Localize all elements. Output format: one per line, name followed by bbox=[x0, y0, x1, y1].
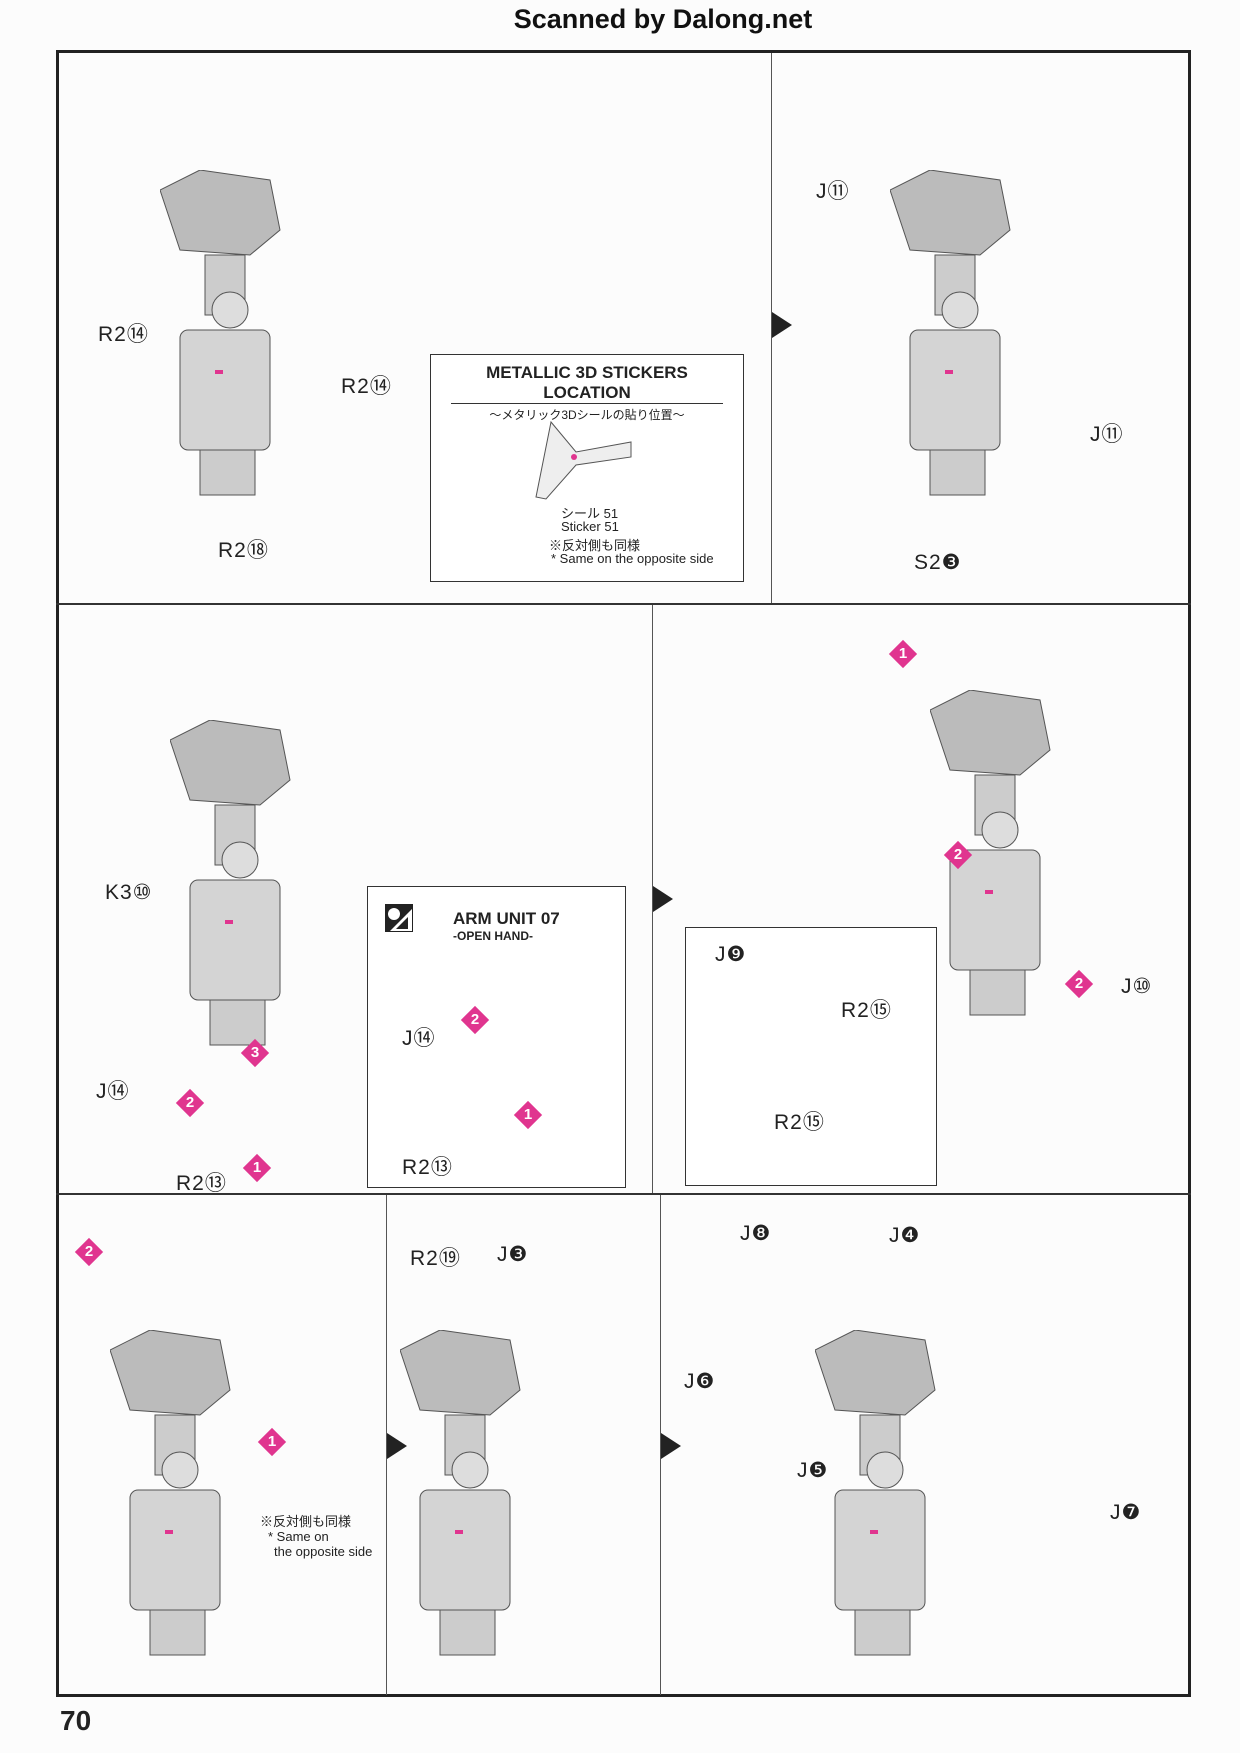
step-number: 1 bbox=[252, 1159, 262, 1176]
part-label: J❹ bbox=[889, 1224, 921, 1247]
sticker-jp: シール 51 bbox=[561, 506, 619, 521]
step-marker: 3 bbox=[240, 1038, 270, 1068]
col-divider bbox=[771, 53, 772, 603]
mecha-arm-figure bbox=[109, 1329, 240, 1665]
note-jp: ※反対側も同様 bbox=[549, 538, 641, 553]
step-number: 2 bbox=[84, 1243, 94, 1260]
arm-unit-subtitle: -OPEN HAND- bbox=[453, 929, 533, 943]
part-label: R2⑲ bbox=[410, 1247, 461, 1270]
step-marker: 2 bbox=[175, 1088, 205, 1118]
part-label: K3⑩ bbox=[105, 881, 153, 904]
note-en: * Same on bbox=[268, 1529, 329, 1544]
part-label: R2⑭ bbox=[341, 375, 392, 398]
detail-box bbox=[685, 927, 937, 1186]
step-arrow-icon bbox=[772, 312, 792, 338]
sticker-part-icon bbox=[535, 420, 632, 500]
step-arrow-icon bbox=[653, 886, 673, 912]
step-number: 2 bbox=[185, 1094, 195, 1111]
step-marker: 1 bbox=[257, 1427, 287, 1457]
step-marker: 1 bbox=[242, 1153, 272, 1183]
step-marker: 2 bbox=[943, 840, 973, 870]
note-en: the opposite side bbox=[274, 1544, 373, 1559]
part-label: J⑭ bbox=[402, 1027, 436, 1050]
part-label: J❽ bbox=[740, 1222, 772, 1245]
part-label: J⑩ bbox=[1121, 975, 1153, 998]
col-divider bbox=[660, 1195, 661, 1695]
part-label: J⑪ bbox=[816, 180, 850, 203]
part-label: J❾ bbox=[715, 943, 747, 966]
row-divider bbox=[56, 603, 1191, 605]
row-divider bbox=[56, 1193, 1191, 1195]
step-number: 1 bbox=[523, 1106, 533, 1123]
arm-unit-box: ARM UNIT 07 -OPEN HAND- bbox=[367, 886, 626, 1188]
mecha-arm-figure bbox=[159, 169, 290, 505]
stickers-title: METALLIC 3D STICKERS LOCATION bbox=[451, 363, 723, 404]
part-label: R2⑬ bbox=[402, 1156, 453, 1179]
step-marker: 2 bbox=[460, 1005, 490, 1035]
step-number: 1 bbox=[898, 645, 908, 662]
page-frame bbox=[56, 50, 1191, 1697]
step-number: 2 bbox=[1074, 975, 1084, 992]
mecha-arm-figure bbox=[814, 1329, 945, 1665]
col-divider bbox=[652, 605, 653, 1193]
part-label: R2⑮ bbox=[774, 1111, 825, 1134]
mecha-arm-figure bbox=[889, 169, 1020, 505]
part-label: S2❸ bbox=[914, 551, 962, 574]
page-number: 70 bbox=[60, 1705, 92, 1736]
step-number: 2 bbox=[953, 846, 963, 863]
step-arrow-icon bbox=[387, 1433, 407, 1459]
step-number: 3 bbox=[250, 1044, 260, 1061]
col-divider bbox=[386, 1195, 387, 1695]
part-label: J⑭ bbox=[96, 1080, 130, 1103]
mecha-arm-figure bbox=[929, 689, 1060, 1025]
part-label: R2⑬ bbox=[176, 1172, 227, 1195]
part-label: J❻ bbox=[684, 1370, 716, 1393]
step-arrow-icon bbox=[661, 1433, 681, 1459]
step-marker: 1 bbox=[513, 1100, 543, 1130]
sticker-en: Sticker 51 bbox=[561, 519, 619, 534]
metallic-stickers-box: METALLIC 3D STICKERS LOCATION 〜メタリック3Dシー… bbox=[430, 354, 744, 582]
step-marker: 1 bbox=[888, 639, 918, 669]
note-en: * Same on the opposite side bbox=[551, 551, 714, 566]
option-part-icon bbox=[385, 904, 413, 932]
scan-credit: Scanned by Dalong.net bbox=[513, 4, 813, 34]
opposite-side-note: ※反対側も同様 * Same on the opposite side bbox=[260, 1514, 372, 1559]
mecha-arm-figure bbox=[169, 719, 300, 1055]
note-jp: ※反対側も同様 bbox=[260, 1514, 352, 1529]
part-label: J⑪ bbox=[1090, 423, 1124, 446]
part-label: J❺ bbox=[797, 1459, 829, 1482]
step-marker: 2 bbox=[74, 1237, 104, 1267]
arm-unit-title: ARM UNIT 07 bbox=[453, 909, 560, 928]
mecha-arm-figure bbox=[399, 1329, 530, 1665]
part-label: R2⑮ bbox=[841, 999, 892, 1022]
part-label: J❼ bbox=[1110, 1501, 1142, 1524]
step-number: 2 bbox=[470, 1011, 480, 1028]
part-label: J❸ bbox=[497, 1243, 529, 1266]
step-marker: 2 bbox=[1064, 969, 1094, 999]
stickers-subtitle: 〜メタリック3Dシールの貼り位置〜 bbox=[489, 408, 685, 422]
part-label: R2⑱ bbox=[218, 539, 269, 562]
step-number: 1 bbox=[267, 1433, 277, 1450]
part-label: R2⑭ bbox=[98, 323, 149, 346]
